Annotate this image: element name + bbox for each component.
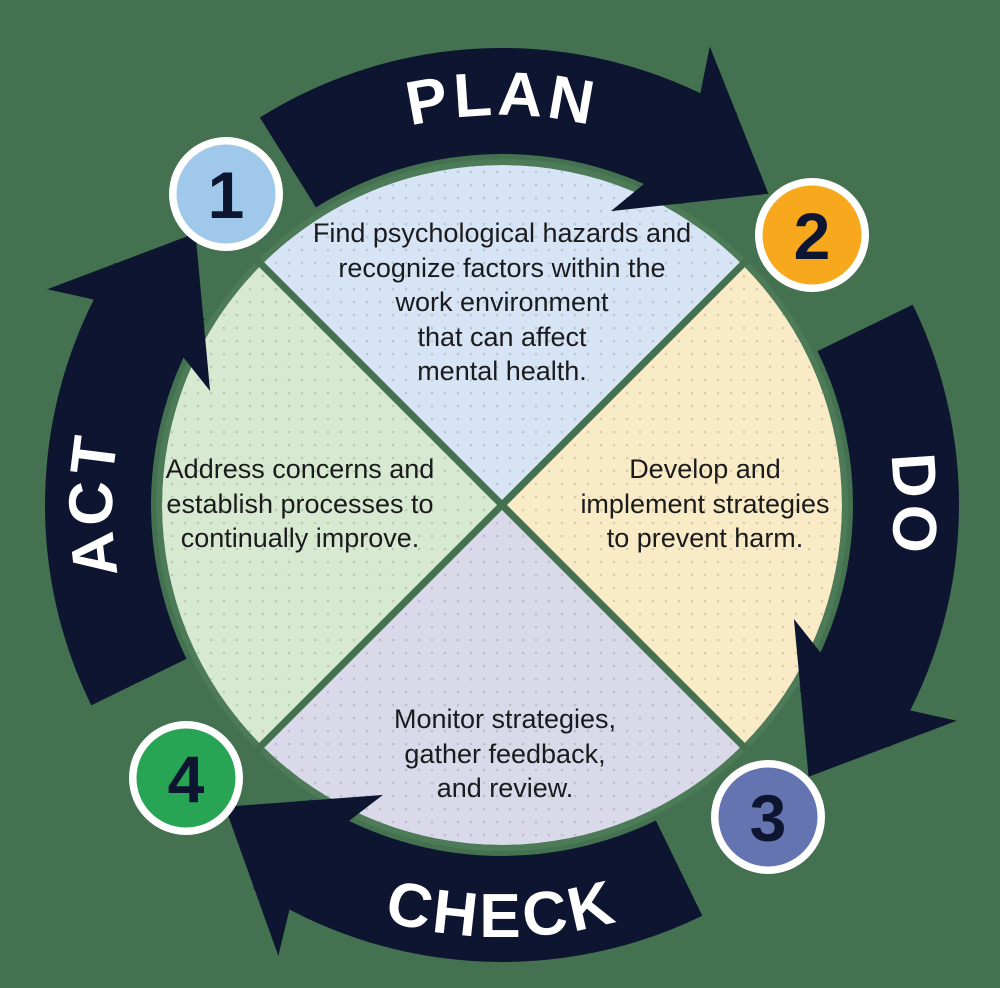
step-1-badge: 1	[169, 137, 283, 251]
svg-text:CHECK: CHECK	[380, 867, 624, 951]
step-3-badge-fill	[718, 767, 818, 867]
step-badges: 1 2 3 4	[129, 137, 869, 874]
svg-text:PLAN: PLAN	[401, 59, 604, 139]
act-arrowhead-icon	[47, 233, 211, 391]
quadrants	[156, 159, 848, 851]
check-arrowhead-icon	[224, 794, 383, 956]
step-3-number: 3	[750, 781, 787, 855]
ring-arrows	[45, 48, 959, 962]
plan-ring-arc	[259, 48, 738, 208]
step-1-number: 1	[208, 158, 245, 232]
step-1-badge-fill	[176, 144, 276, 244]
check-ring-label: CHECK	[380, 867, 620, 951]
plan-arrowhead-icon	[610, 46, 769, 212]
diagonal-seam	[254, 257, 750, 753]
step-4-number: 4	[168, 742, 205, 816]
check-description: Monitor strategies, gather feedback, and…	[393, 704, 617, 804]
do-description: Develop and implement strategies to prev…	[580, 454, 830, 554]
svg-text:ACT: ACT	[57, 429, 132, 581]
step-4-badge: 4	[129, 721, 243, 835]
quadrant-rim	[156, 159, 848, 851]
step-2-number: 2	[794, 199, 831, 273]
do-arrowhead-icon	[793, 619, 957, 777]
plan-description: Find psychological hazards and recognize…	[312, 218, 692, 387]
act-description: Address concerns and establish processes…	[165, 454, 435, 554]
plan-ring-label: PLAN	[401, 59, 600, 139]
do-ring-arc	[799, 304, 959, 748]
check-ring-arc	[253, 798, 703, 962]
act-ring-arc	[45, 262, 205, 706]
step-2-badge-fill	[762, 185, 862, 285]
ring-labels: PLAN DO CHECK ACT	[57, 59, 946, 951]
step-2-badge: 2	[755, 178, 869, 292]
act-ring-label: ACT	[57, 429, 128, 581]
step-4-badge-fill	[136, 728, 236, 828]
step-3-badge: 3	[711, 760, 825, 874]
ring-arrowheads	[47, 46, 957, 956]
